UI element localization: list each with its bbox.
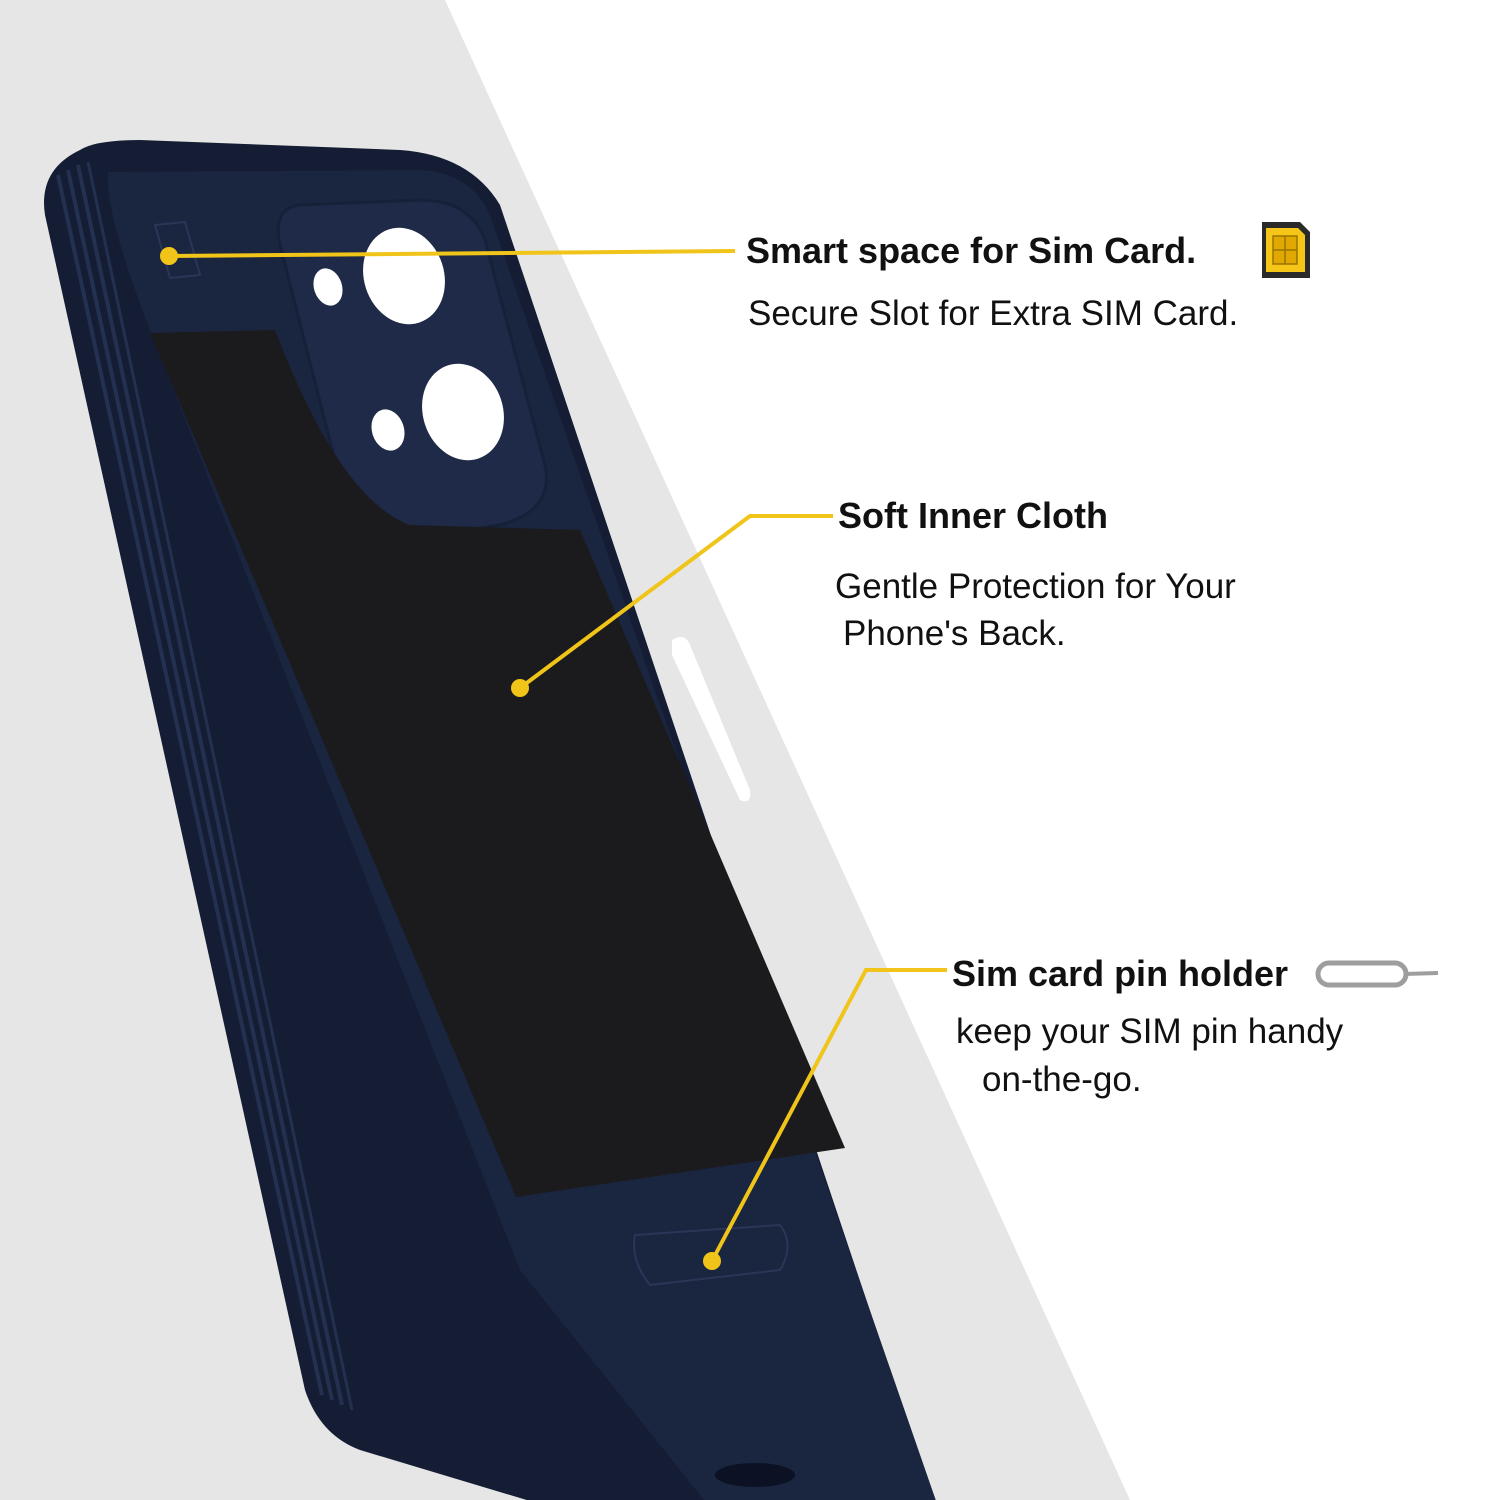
- callout-desc-cloth-line1: Gentle Protection for Your: [835, 567, 1236, 606]
- mic-hole: [371, 409, 405, 451]
- pin-holder-slot: [633, 1223, 789, 1287]
- callout-line-sim: [168, 249, 736, 258]
- callout-dot-pin: [703, 1252, 721, 1270]
- callout-desc-sim: Secure Slot for Extra SIM Card.: [748, 294, 1239, 333]
- callout-line-cloth: [518, 514, 833, 690]
- callout-dot-sim: [160, 247, 178, 265]
- sim-card-icon: [1262, 222, 1310, 278]
- charging-port: [715, 1463, 795, 1487]
- flash-hole: [313, 268, 343, 306]
- phone-case: [44, 140, 936, 1500]
- callout-desc-pin-line2: on-the-go.: [982, 1060, 1142, 1099]
- callout-dot-cloth: [511, 679, 529, 697]
- callout-title-pin: Sim card pin holder: [952, 953, 1289, 994]
- callout-leaders: [168, 249, 947, 1262]
- background-white-diagonal: [445, 0, 1500, 1500]
- camera-hole: [422, 363, 504, 461]
- soft-inner-cloth: [150, 330, 845, 1197]
- callout-title-sim: Smart space for Sim Card.: [746, 230, 1197, 271]
- callout-desc-cloth-line2: Phone's Back.: [843, 614, 1066, 653]
- sim-eject-pin-icon: [1315, 960, 1439, 988]
- callout-title-cloth: Soft Inner Cloth: [838, 495, 1108, 536]
- callout-desc-pin-line1: keep your SIM pin handy: [956, 1012, 1344, 1051]
- callout-line-pin: [710, 968, 947, 1262]
- side-button-cutout: [672, 636, 751, 802]
